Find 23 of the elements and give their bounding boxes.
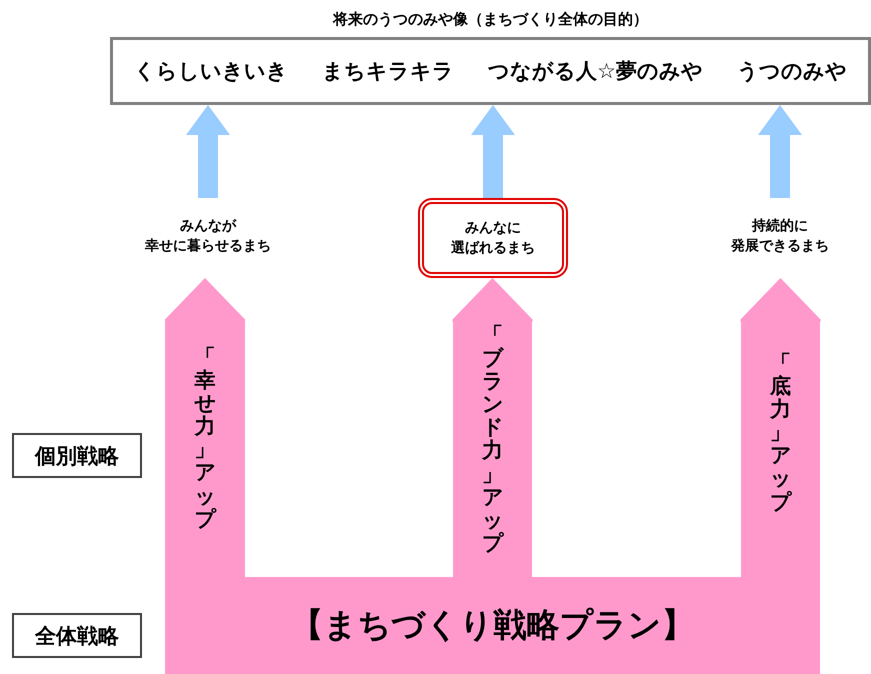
slogan-text: つながる人☆夢のみや <box>488 58 703 85</box>
arrow <box>186 105 230 198</box>
plan-band <box>165 577 820 674</box>
plan-title: 【まちづくり戦略プラン】 <box>290 604 694 646</box>
slogan-text: くらしいきいき <box>134 58 288 85</box>
goal-text: 持続的に発展できるまち <box>731 217 829 256</box>
chevron-arrow <box>740 278 821 322</box>
column-text: 「ブランド力」アップ <box>482 324 503 555</box>
slogan-text: まちキラキラ <box>322 58 454 85</box>
chevron-arrow <box>164 278 246 322</box>
tier-label-box <box>12 613 142 658</box>
arrow <box>758 105 802 198</box>
tier-label: 個別戦略 <box>35 442 119 470</box>
goal-text: みんなが幸せに暮らせるまち <box>145 217 271 256</box>
column-text: 「底力」アップ <box>770 352 791 514</box>
column-text: 「幸せ力」アップ <box>194 346 216 531</box>
vision-heading: 将来のうつのみや像（まちづくり全体の目的） <box>332 10 649 29</box>
tier-label: 全体戦略 <box>35 622 119 650</box>
goal-text: みんなに選ばれるまち <box>451 218 535 258</box>
slogan-text: うつのみや <box>736 58 847 85</box>
goal-frame <box>418 198 568 278</box>
tier-label-box <box>12 433 142 478</box>
arrow <box>471 105 515 198</box>
